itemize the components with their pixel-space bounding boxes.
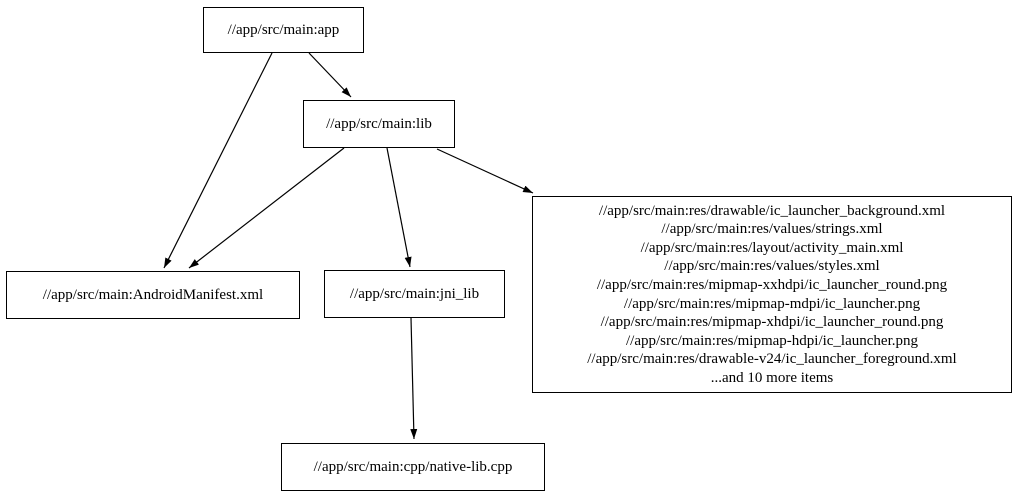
edge-app-to-lib xyxy=(308,52,352,98)
node-res-line: //app/src/main:res/mipmap-xhdpi/ic_launc… xyxy=(600,314,944,331)
node-res-line: //app/src/main:res/layout/activity_main.… xyxy=(640,239,904,256)
node-jni-lib-label: //app/src/main:jni_lib xyxy=(349,286,480,302)
node-android-manifest-label: //app/src/main:AndroidManifest.xml xyxy=(42,287,264,303)
node-res-line: //app/src/main:res/values/strings.xml xyxy=(661,221,883,238)
edge-lib-to-res-group xyxy=(436,148,534,194)
edge-jni-lib-to-cpp xyxy=(410,317,418,440)
edge-lib-to-manifest xyxy=(188,147,345,269)
node-res-line: //app/src/main:res/mipmap-hdpi/ic_launch… xyxy=(625,332,918,349)
edge-lib-to-jni-lib xyxy=(386,147,412,268)
node-res-line: ...and 10 more items xyxy=(710,369,834,386)
node-lib: //app/src/main:lib xyxy=(303,100,455,148)
node-native-lib-cpp: //app/src/main:cpp/native-lib.cpp xyxy=(281,443,545,491)
node-android-manifest: //app/src/main:AndroidManifest.xml xyxy=(6,271,300,319)
node-jni-lib: //app/src/main:jni_lib xyxy=(324,270,505,318)
node-res-line: //app/src/main:res/mipmap-mdpi/ic_launch… xyxy=(623,295,921,312)
node-res-line: //app/src/main:res/drawable-v24/ic_launc… xyxy=(587,351,957,368)
node-app: //app/src/main:app xyxy=(203,7,364,53)
node-lib-label: //app/src/main:lib xyxy=(326,116,432,132)
node-app-label: //app/src/main:app xyxy=(227,22,340,38)
node-native-lib-cpp-label: //app/src/main:cpp/native-lib.cpp xyxy=(313,459,513,475)
node-res-line: //app/src/main:res/drawable/ic_launcher_… xyxy=(598,202,946,219)
node-res-line: //app/src/main:res/values/styles.xml xyxy=(664,258,880,275)
edge-app-to-manifest xyxy=(163,52,273,269)
node-res-line: //app/src/main:res/mipmap-xxhdpi/ic_laun… xyxy=(596,276,948,293)
node-res-group: //app/src/main:res/drawable/ic_launcher_… xyxy=(532,196,1012,393)
